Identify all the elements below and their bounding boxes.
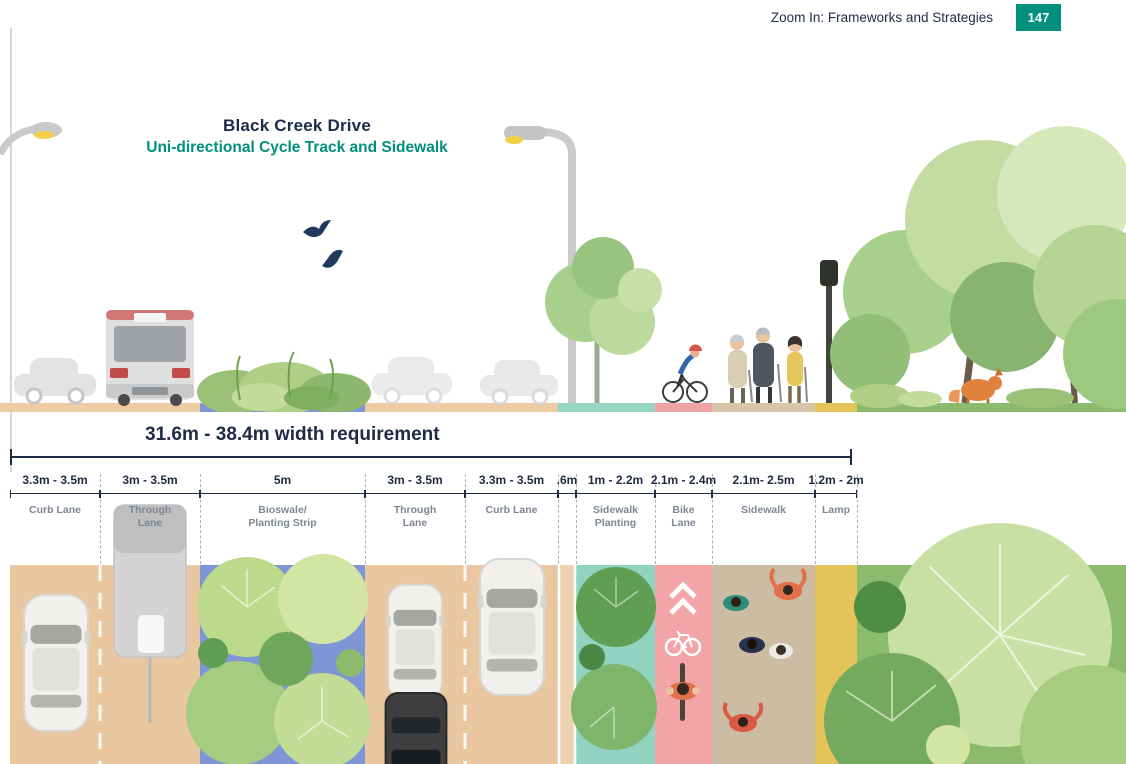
segment-dimension-line bbox=[365, 489, 465, 498]
segment-label: Bioswale/ Planting Strip bbox=[248, 503, 317, 530]
segment-measure: 1.2m - 2m bbox=[808, 473, 864, 487]
greenspace-trees-icon bbox=[824, 523, 1126, 764]
street-lamp-icon-left bbox=[0, 122, 62, 156]
segment-divider bbox=[712, 474, 713, 564]
pedestrians-icon bbox=[728, 327, 808, 403]
segment-measure: 2.1m - 2.4m bbox=[650, 473, 717, 487]
pedestrians-top-icon bbox=[722, 567, 807, 732]
segment-divider bbox=[655, 474, 656, 564]
segment-divider bbox=[558, 474, 559, 564]
segment-divider bbox=[100, 474, 101, 564]
segment-annotations: 3.3m - 3.5m Curb Lane 3m - 3.5m Through … bbox=[0, 473, 1126, 564]
segment-measure: 1m - 2.2m bbox=[587, 473, 644, 487]
diagram-subtitle: Uni-directional Cycle Track and Sidewalk bbox=[146, 139, 448, 156]
elevation-illustration bbox=[0, 122, 1126, 412]
car-icon bbox=[14, 358, 96, 405]
diagram-title-block: Black Creek Drive Uni-directional Cycle … bbox=[0, 116, 594, 157]
segment-sidewalk-planting: 1m - 2.2m Sidewalk Planting bbox=[576, 473, 655, 531]
segment-label: Bike Lane bbox=[671, 503, 696, 530]
segment-through-lane-east: 3m - 3.5m Through Lane bbox=[365, 473, 465, 531]
lane-markings bbox=[98, 565, 577, 764]
trees-icon bbox=[830, 126, 1126, 409]
ground-strips bbox=[0, 403, 1126, 412]
plan-view-illustration bbox=[10, 504, 1126, 764]
bike-lane-markings-icon bbox=[664, 581, 702, 657]
segment-dimension-line bbox=[712, 489, 815, 498]
segment-label: Sidewalk bbox=[741, 503, 786, 516]
cyclist-icon bbox=[662, 344, 708, 403]
diagram-title: Black Creek Drive bbox=[223, 116, 371, 135]
segment-divider bbox=[365, 474, 366, 564]
total-width-label: 31.6m - 38.4m width requirement bbox=[145, 424, 440, 445]
page-number: 147 bbox=[1027, 10, 1050, 25]
segment-dimension-line bbox=[465, 489, 558, 498]
car-top-icon bbox=[22, 594, 90, 732]
segment-buffer: .6m bbox=[556, 473, 578, 504]
segment-divider bbox=[576, 474, 577, 564]
fox-icon bbox=[948, 368, 1003, 403]
car-top-icon bbox=[478, 558, 546, 696]
segment-lamp: 1.2m - 2m Lamp bbox=[808, 473, 863, 517]
segment-through-lane-west: 3m - 3.5m Through Lane bbox=[100, 473, 200, 531]
segment-dimension-line bbox=[815, 489, 857, 498]
segment-curb-lane-east: 3.3m - 3.5m Curb Lane bbox=[465, 473, 558, 517]
segment-divider bbox=[815, 474, 816, 564]
segment-dimension-line bbox=[10, 489, 100, 498]
page-number-badge: 147 bbox=[1016, 4, 1061, 31]
car-top-icon bbox=[385, 583, 445, 701]
segment-measure: 3m - 3.5m bbox=[387, 473, 443, 487]
segment-sidewalk: 2.1m- 2.5m Sidewalk bbox=[712, 473, 815, 517]
page-edge-line bbox=[10, 28, 12, 472]
segment-bike-lane: 2.1m - 2.4m Bike Lane bbox=[651, 473, 716, 531]
segment-label: Curb Lane bbox=[29, 503, 81, 516]
segment-dimension-line bbox=[100, 489, 200, 498]
car-silhouette-icon bbox=[372, 357, 452, 405]
bird-icon bbox=[303, 220, 343, 268]
bus-top-icon bbox=[113, 504, 187, 723]
truck-top-icon bbox=[384, 691, 448, 764]
segment-dimension-line bbox=[655, 489, 712, 498]
segment-measure: 3m - 3.5m bbox=[122, 473, 178, 487]
segment-divider bbox=[857, 474, 858, 564]
section-title: Zoom In: Frameworks and Strategies bbox=[770, 10, 993, 25]
segment-measure: 3.3m - 3.5m bbox=[22, 473, 88, 487]
segment-measure: 5m bbox=[273, 473, 292, 487]
segment-measure: .6m bbox=[556, 473, 578, 487]
segment-divider bbox=[465, 474, 466, 564]
segment-dimension-line bbox=[558, 489, 576, 498]
cyclist-top-icon bbox=[666, 663, 700, 721]
car-silhouette-icon bbox=[480, 360, 558, 406]
tree-icon bbox=[545, 237, 662, 403]
total-width-dimension-line bbox=[10, 449, 852, 465]
segment-divider bbox=[200, 474, 201, 564]
segment-curb-lane-west: 3.3m - 3.5m Curb Lane bbox=[10, 473, 100, 517]
street-lamp-icon-right bbox=[820, 260, 838, 403]
sidewalk-planting-icon bbox=[571, 567, 657, 750]
segment-label: Sidewalk Planting bbox=[593, 503, 638, 530]
segment-measure: 2.1m- 2.5m bbox=[732, 473, 795, 487]
segment-label: Through Lane bbox=[128, 503, 172, 530]
segment-dimension-line bbox=[576, 489, 655, 498]
segment-bioswale: 5m Bioswale/ Planting Strip bbox=[200, 473, 365, 531]
segment-label: Lamp bbox=[821, 503, 850, 516]
segment-label: Through Lane bbox=[393, 503, 437, 530]
bioswale-plants-icon bbox=[186, 554, 370, 764]
bus-icon bbox=[106, 310, 194, 406]
grass-icon bbox=[197, 351, 371, 412]
segment-label: Curb Lane bbox=[485, 503, 538, 516]
segment-measure: 3.3m - 3.5m bbox=[478, 473, 545, 487]
segment-dimension-line bbox=[200, 489, 365, 498]
